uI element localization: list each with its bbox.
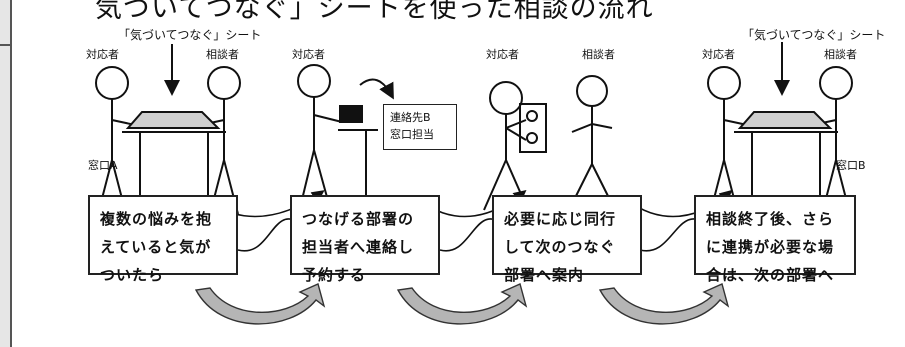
door-knob-bottom: [526, 132, 538, 144]
step-box-1: 複数の悩みを抱 えていると気が ついたら: [88, 195, 238, 284]
window-a-label: 窓口A: [88, 159, 118, 172]
role-responder-a: 対応者: [86, 48, 119, 61]
escort-responder-head: [489, 81, 523, 115]
telephone-icon: [339, 105, 363, 123]
call-arrow: [359, 78, 394, 100]
scene-escort: [483, 75, 615, 211]
scene-window-b: [707, 42, 853, 215]
page-title: 気づいてつなぐ」シートを使った相談の流れ: [95, 0, 654, 24]
grey-transition-arrows: [194, 283, 730, 325]
step-box-2: つなげる部署の 担当者へ連絡し 予約する: [290, 195, 440, 284]
escort-responder-body: [483, 114, 529, 211]
escort-consultee-body: [569, 106, 615, 209]
door: [519, 103, 547, 153]
role-responder-escort: 対応者: [486, 48, 519, 61]
contact-note-box: 連絡先B 窓口担当: [383, 104, 457, 150]
sheet-label-a: 「気づいてつなぐ」シート: [118, 28, 262, 42]
responder-body: [97, 99, 141, 215]
role-consultee-b: 相談者: [824, 48, 857, 61]
door-knob-top: [526, 110, 538, 122]
role-responder-phone: 対応者: [292, 48, 325, 61]
b-responder-head: [707, 66, 741, 100]
escort-consultee-head: [576, 75, 608, 107]
role-consultee-escort: 相談者: [582, 48, 615, 61]
caller-body: [299, 97, 343, 209]
window-b-label: 窓口B: [836, 159, 866, 172]
flow-arrows: [204, 189, 733, 252]
scene-window-a: [95, 44, 241, 215]
sheet-label-b: 「気づいてつなぐ」シート: [742, 28, 886, 42]
consultee-head: [207, 66, 241, 100]
role-consultee-a: 相談者: [206, 48, 239, 61]
sheet-on-desk-b: [737, 111, 833, 129]
left-margin-bar: [0, 0, 12, 347]
scene-phone-call: [297, 64, 394, 210]
step-box-4: 相談終了後、さら に連携が必要な場 合は、次の部署へ: [694, 195, 856, 284]
role-responder-b: 対応者: [702, 48, 735, 61]
b-responder-body: [709, 99, 753, 215]
responder-head: [95, 66, 129, 100]
step-box-3: 必要に応じ同行 して次のつなぐ 部署へ案内: [492, 195, 642, 284]
margin-tick: [0, 44, 10, 46]
b-consultee-head: [819, 66, 853, 100]
caller-head: [297, 64, 331, 98]
sheet-on-desk-a: [125, 111, 221, 129]
